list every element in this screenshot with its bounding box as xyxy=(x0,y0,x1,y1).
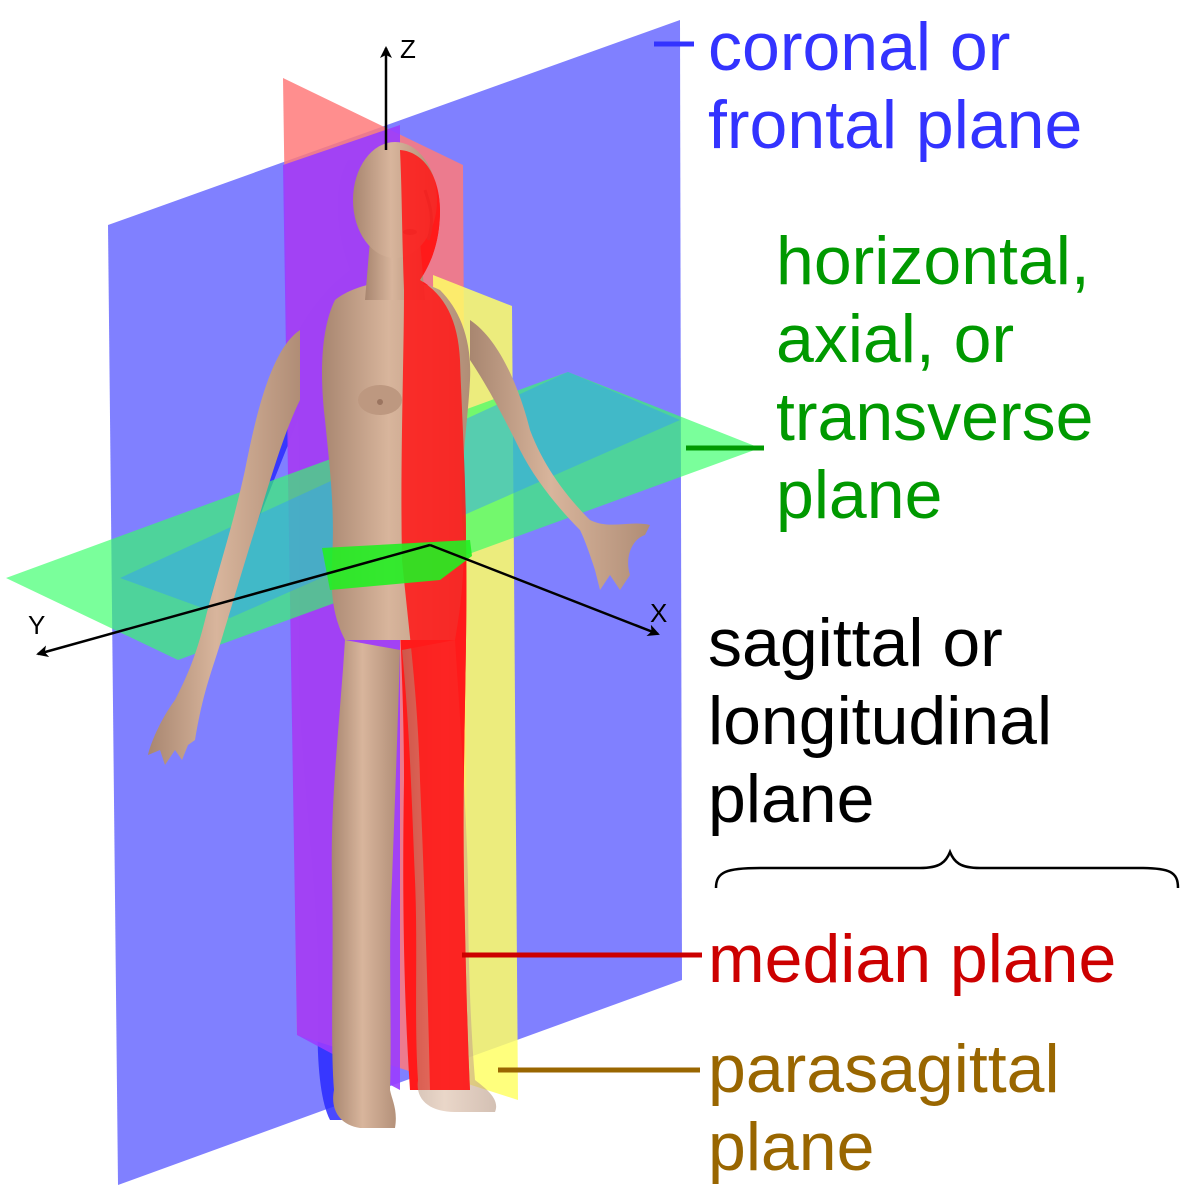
parasagittal-plane-label: parasagittal plane xyxy=(708,1030,1060,1186)
coordinate-axes: Z X Y xyxy=(28,34,667,658)
z-axis-label: Z xyxy=(400,34,416,64)
median-label-line1: median plane xyxy=(708,921,1117,997)
parasagittal-label-line2: plane xyxy=(708,1109,875,1185)
median-body-overlay xyxy=(400,150,470,1090)
coronal-plane-label: coronal or frontal plane xyxy=(708,8,1082,164)
horizontal-label-line1: horizontal, xyxy=(776,223,1090,299)
sagittal-label-line2: longitudinal xyxy=(708,683,1053,759)
sagittal-label-line3: plane xyxy=(708,761,875,837)
sagittal-plane-label: sagittal or longitudinal plane xyxy=(708,604,1052,838)
parasagittal-label-line1: parasagittal xyxy=(708,1031,1060,1107)
y-axis xyxy=(36,543,431,658)
horizontal-label-line2: axial, or xyxy=(776,301,1015,377)
sagittal-label-line1: sagittal or xyxy=(708,605,1003,681)
horizontal-label-line4: plane xyxy=(776,457,943,533)
coronal-label-line1: coronal or xyxy=(708,9,1011,85)
horizontal-label-line3: transverse xyxy=(776,379,1094,455)
median-plane-label: median plane xyxy=(708,920,1116,998)
x-axis-label: X xyxy=(650,598,667,628)
horizontal-plane-label: horizontal, axial, or transverse plane xyxy=(776,222,1093,534)
horizontal-body-section xyxy=(322,540,472,590)
y-axis-label: Y xyxy=(28,610,45,640)
x-axis xyxy=(429,543,660,636)
coronal-label-line2: frontal plane xyxy=(708,87,1083,163)
sagittal-brace xyxy=(714,848,1180,889)
